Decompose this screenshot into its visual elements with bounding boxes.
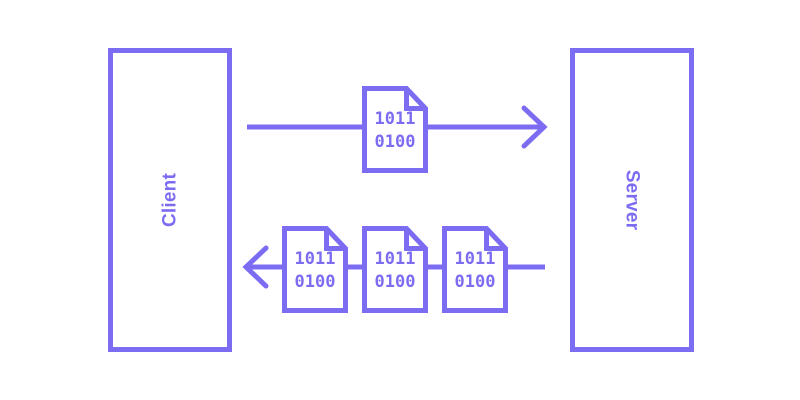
document-fold-icon	[404, 228, 426, 251]
document-fold-icon	[484, 228, 506, 251]
document-binary-icon	[282, 226, 348, 313]
server-label: Server	[622, 170, 643, 231]
document-binary-icon	[362, 86, 428, 173]
flow-request[interactable]: 1011 0100	[247, 86, 548, 173]
packet-line1: 1011	[455, 249, 496, 269]
arrow-right-icon	[521, 105, 548, 149]
packet-line1: 1011	[375, 109, 416, 129]
server-box	[570, 48, 694, 352]
packet-line2: 0100	[455, 272, 496, 292]
packet-request-1[interactable]: 1011 0100	[362, 86, 428, 173]
client-box	[108, 48, 232, 352]
document-binary-icon	[362, 226, 428, 313]
packet-response-1[interactable]: 1011 0100	[282, 226, 348, 313]
document-fold-icon	[404, 88, 426, 111]
packet-line1: 1011	[295, 249, 336, 269]
packet-line2: 0100	[295, 272, 336, 292]
packet-response-2[interactable]: 1011 0100	[362, 226, 428, 313]
node-client[interactable]: Client	[108, 48, 232, 352]
packet-line2: 0100	[375, 272, 416, 292]
packet-response-3[interactable]: 1011 0100	[442, 226, 508, 313]
flow-response[interactable]: 1011 0100 1011 0100 1011 0100	[242, 226, 545, 313]
document-fold-icon	[324, 228, 346, 251]
arrow-left-icon	[242, 245, 269, 289]
packet-line2: 0100	[375, 132, 416, 152]
document-binary-icon	[442, 226, 508, 313]
node-server[interactable]: Server	[570, 48, 694, 352]
packet-line1: 1011	[375, 249, 416, 269]
client-label: Client	[160, 173, 181, 227]
